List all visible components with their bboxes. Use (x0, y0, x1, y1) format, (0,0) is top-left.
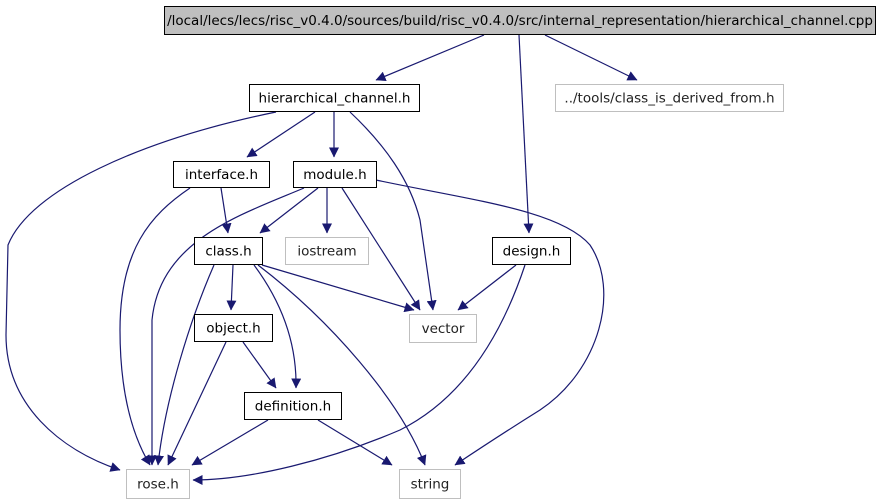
edge-module-h-to-string (375, 179, 605, 466)
node-root[interactable]: /local/lecs/lecs/risc_v0.4.0/sources/bui… (164, 6, 876, 35)
node-box-root (164, 6, 876, 35)
node-label-hierarchical-channel-h: hierarchical_channel.h (259, 91, 411, 107)
node-label-string: string (411, 477, 450, 493)
node-interface-h[interactable]: interface.h (173, 161, 270, 188)
edge-root-to-hierarchical-channel-h (375, 34, 485, 81)
edge-definition-h-to-string (317, 419, 393, 466)
edge-object-h-to-rose-h (167, 341, 227, 466)
node-definition-h[interactable]: definition.h (244, 392, 342, 420)
edge-root-to-design-h (518, 34, 534, 234)
edge-hierarchical-channel-h-to-rose-h (5, 111, 277, 472)
edge-module-h-to-vector (341, 187, 421, 311)
node-class-is-derived-from-h[interactable]: ../tools/class_is_derived_from.h (555, 84, 784, 112)
edge-class-h-to-object-h (226, 264, 237, 311)
node-box-class-is-derived-from-h (555, 84, 784, 112)
node-label-iostream: iostream (297, 244, 356, 260)
node-box-object-h (194, 314, 273, 342)
node-design-h[interactable]: design.h (492, 237, 571, 265)
node-box-hierarchical-channel-h (249, 84, 420, 112)
edge-class-h-to-string (257, 264, 427, 466)
node-box-string (399, 469, 461, 499)
edge-module-h-to-class-h (259, 187, 319, 234)
node-vector[interactable]: vector (409, 314, 477, 343)
node-module-h[interactable]: module.h (293, 161, 377, 188)
node-rose-h[interactable]: rose.h (126, 469, 190, 499)
node-label-interface-h: interface.h (185, 167, 258, 183)
node-box-class-h (194, 237, 263, 265)
node-label-vector: vector (422, 321, 465, 337)
node-label-module-h: module.h (303, 167, 366, 183)
node-box-design-h (492, 237, 571, 265)
node-iostream[interactable]: iostream (285, 237, 369, 265)
edge-interface-h-to-class-h (220, 187, 232, 234)
node-label-class-is-derived-from-h: ../tools/class_is_derived_from.h (564, 91, 774, 107)
nodes-layer: /local/lecs/lecs/risc_v0.4.0/sources/bui… (126, 6, 876, 499)
edge-class-h-to-vector (261, 264, 415, 313)
node-label-class-h: class.h (205, 244, 251, 260)
edge-hierarchical-channel-h-to-interface-h (246, 111, 316, 158)
edge-definition-h-to-rose-h (191, 419, 269, 466)
node-label-rose-h: rose.h (137, 477, 179, 493)
node-object-h[interactable]: object.h (194, 314, 273, 342)
edge-design-h-to-rose-h (192, 264, 526, 485)
edge-design-h-to-vector (457, 264, 517, 311)
node-string[interactable]: string (399, 469, 461, 499)
node-box-definition-h (244, 392, 342, 420)
node-box-iostream (285, 237, 369, 265)
node-label-definition-h: definition.h (255, 399, 331, 415)
edge-class-h-to-definition-h (253, 264, 302, 389)
node-box-module-h (293, 161, 377, 188)
edge-interface-h-to-rose-h (119, 187, 191, 466)
edge-hierarchical-channel-h-to-vector (349, 111, 437, 311)
edge-class-h-to-rose-h (154, 264, 215, 466)
node-box-interface-h (173, 161, 270, 188)
node-box-rose-h (126, 469, 190, 499)
node-label-design-h: design.h (503, 244, 561, 260)
node-label-root: /local/lecs/lecs/risc_v0.4.0/sources/bui… (167, 13, 873, 29)
node-hierarchical-channel-h[interactable]: hierarchical_channel.h (249, 84, 420, 112)
edge-object-h-to-definition-h (242, 341, 277, 389)
node-class-h[interactable]: class.h (194, 237, 263, 265)
edge-root-to-class-is-derived-from-h (544, 34, 638, 81)
node-box-vector (409, 314, 477, 343)
node-label-object-h: object.h (206, 321, 260, 337)
